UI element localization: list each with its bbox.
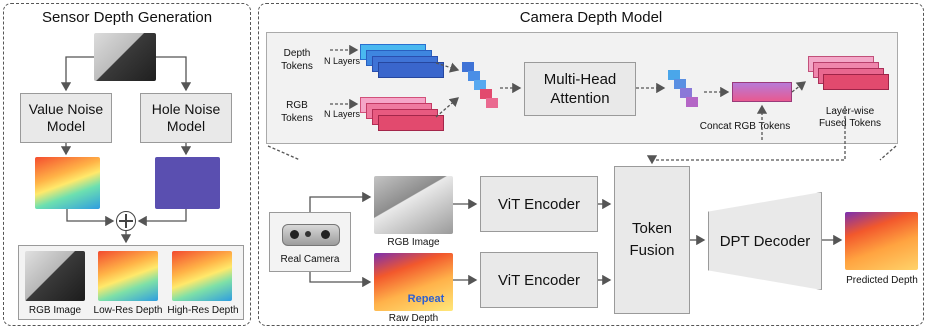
camera-depth-panel <box>258 3 924 326</box>
value-noise-depth-map <box>35 157 100 209</box>
raw-depth-label: Raw Depth <box>388 313 439 324</box>
scene-image-top <box>94 33 156 81</box>
predicted-depth-label: Predicted Depth <box>846 275 918 286</box>
sensor-depth-title: Sensor Depth Generation <box>41 9 213 26</box>
rgb-tokens-label: RGB Tokens <box>281 100 313 124</box>
dpt-decoder-label: DPT Decoder <box>719 233 811 250</box>
raw-depth-input <box>374 253 453 311</box>
rgb-image-sample <box>25 251 85 301</box>
low-res-depth-caption: Low-Res Depth <box>93 305 163 316</box>
rgb-image-caption: RGB Image <box>28 305 82 316</box>
value-noise-model-box: Value Noise Model <box>20 93 112 143</box>
high-res-depth-sample <box>172 251 232 301</box>
vit-encoder-rgb-box: ViT Encoder <box>480 176 598 232</box>
low-res-depth-sample <box>98 251 158 301</box>
layer-wise-fused-tokens-label: Layer-wise Fused Tokens <box>818 106 882 129</box>
token-fusion-box: Token Fusion <box>614 166 690 314</box>
multi-head-attention-box: Multi-Head Attention <box>524 62 636 116</box>
rgb-image-input-label: RGB Image <box>387 237 440 248</box>
n-layers-label-depth: N Layers <box>323 56 360 66</box>
concat-rgb-tokens-label: Concat RGB Tokens <box>699 121 791 132</box>
camera-depth-title: Camera Depth Model <box>519 9 663 26</box>
hole-noise-mask-map <box>155 157 220 209</box>
repeat-label: Repeat <box>407 293 445 305</box>
predicted-depth-output <box>845 212 918 270</box>
camera-icon <box>282 224 340 246</box>
real-camera-label: Real Camera <box>280 254 340 265</box>
vit-encoder-depth-box: ViT Encoder <box>480 252 598 308</box>
depth-tokens-label: Depth Tokens <box>281 48 313 72</box>
n-layers-label-rgb: N Layers <box>323 109 360 119</box>
hole-noise-model-box: Hole Noise Model <box>140 93 232 143</box>
rgb-image-input <box>374 176 453 234</box>
add-operator-icon <box>116 211 136 231</box>
high-res-depth-caption: High-Res Depth <box>167 305 239 316</box>
sensor-depth-panel <box>3 3 251 326</box>
concat-rgb-token-row <box>732 82 792 102</box>
